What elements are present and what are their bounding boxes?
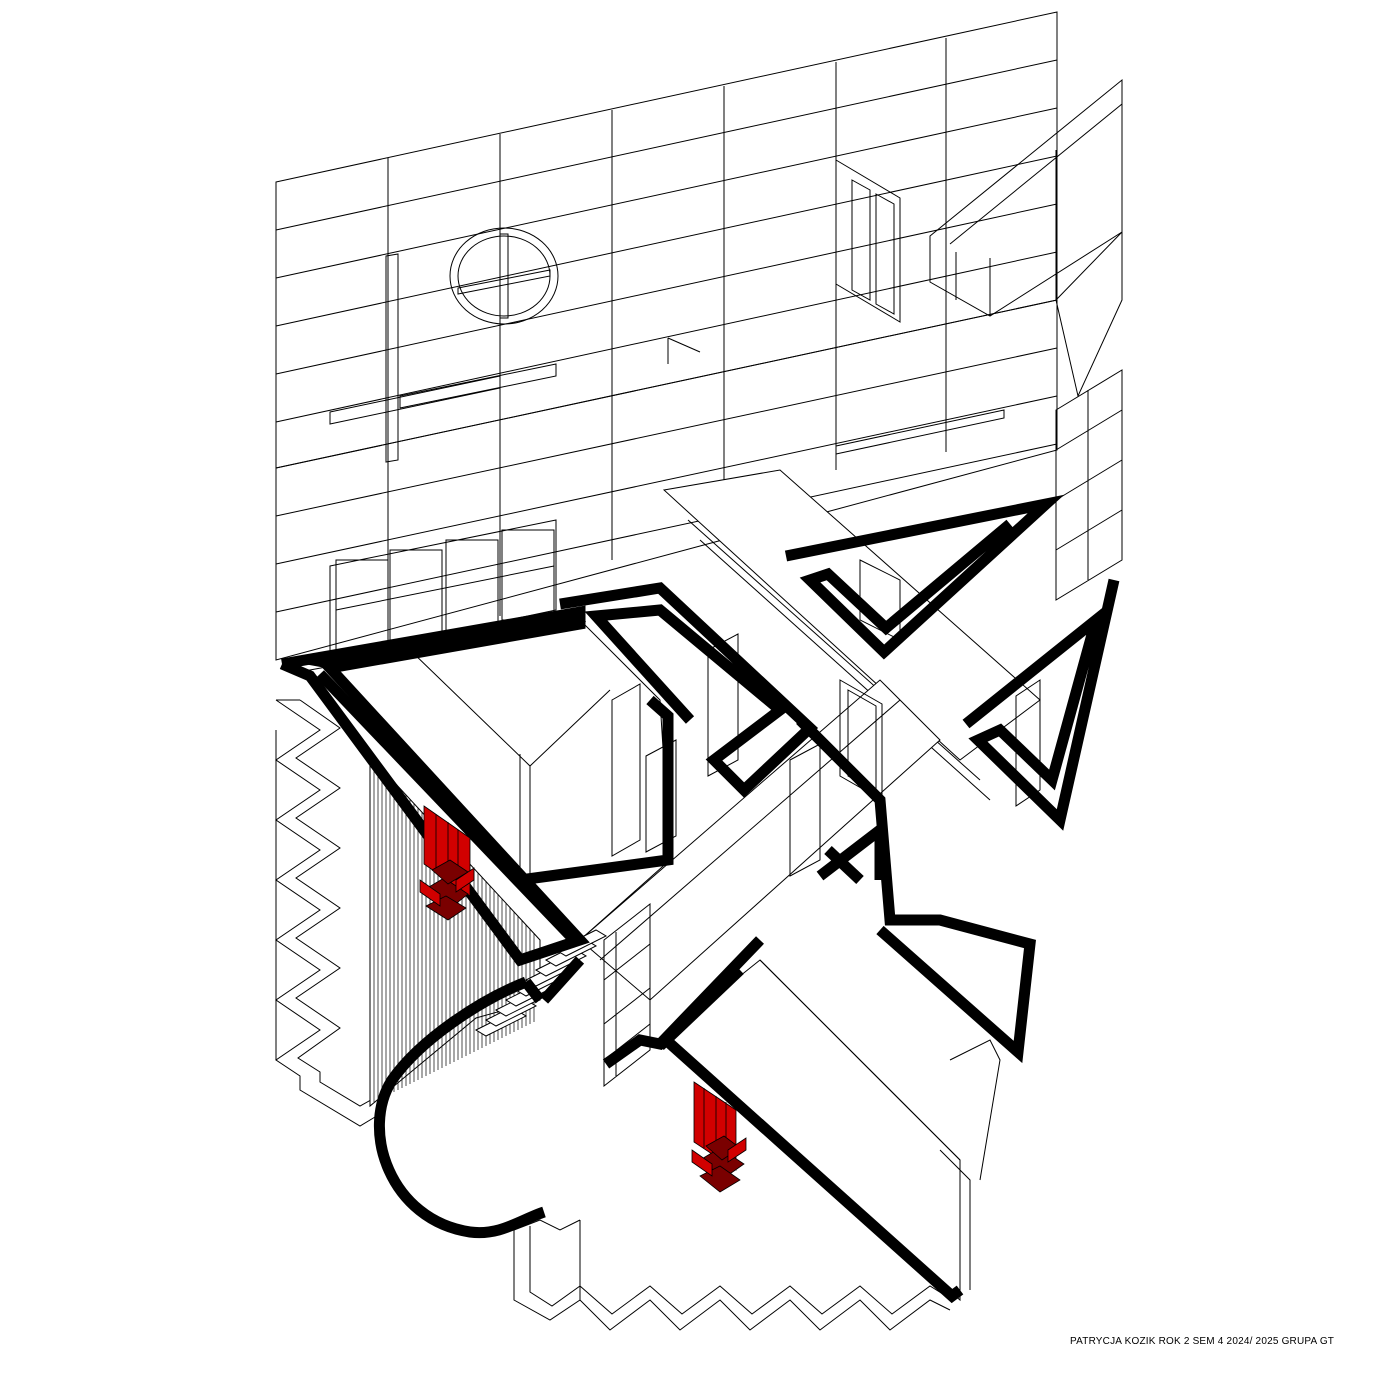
section-walls <box>279 494 1120 1304</box>
zigzag-boundary-bottom <box>513 1219 951 1331</box>
facade-recesses <box>329 253 1005 463</box>
right-facade-lower <box>1055 369 1123 601</box>
facade-lower-grid <box>275 299 1058 661</box>
facade-grid <box>275 11 1058 469</box>
zigzag-boundary-left <box>275 699 381 1127</box>
round-window <box>449 227 559 325</box>
red-column-left <box>419 805 475 921</box>
right-fins-upper <box>835 78 1123 398</box>
drawing-caption: PATRYCJA KOZIK ROK 2 SEM 4 2024/ 2025 GR… <box>1070 1336 1335 1347</box>
red-column-right <box>691 1081 747 1193</box>
